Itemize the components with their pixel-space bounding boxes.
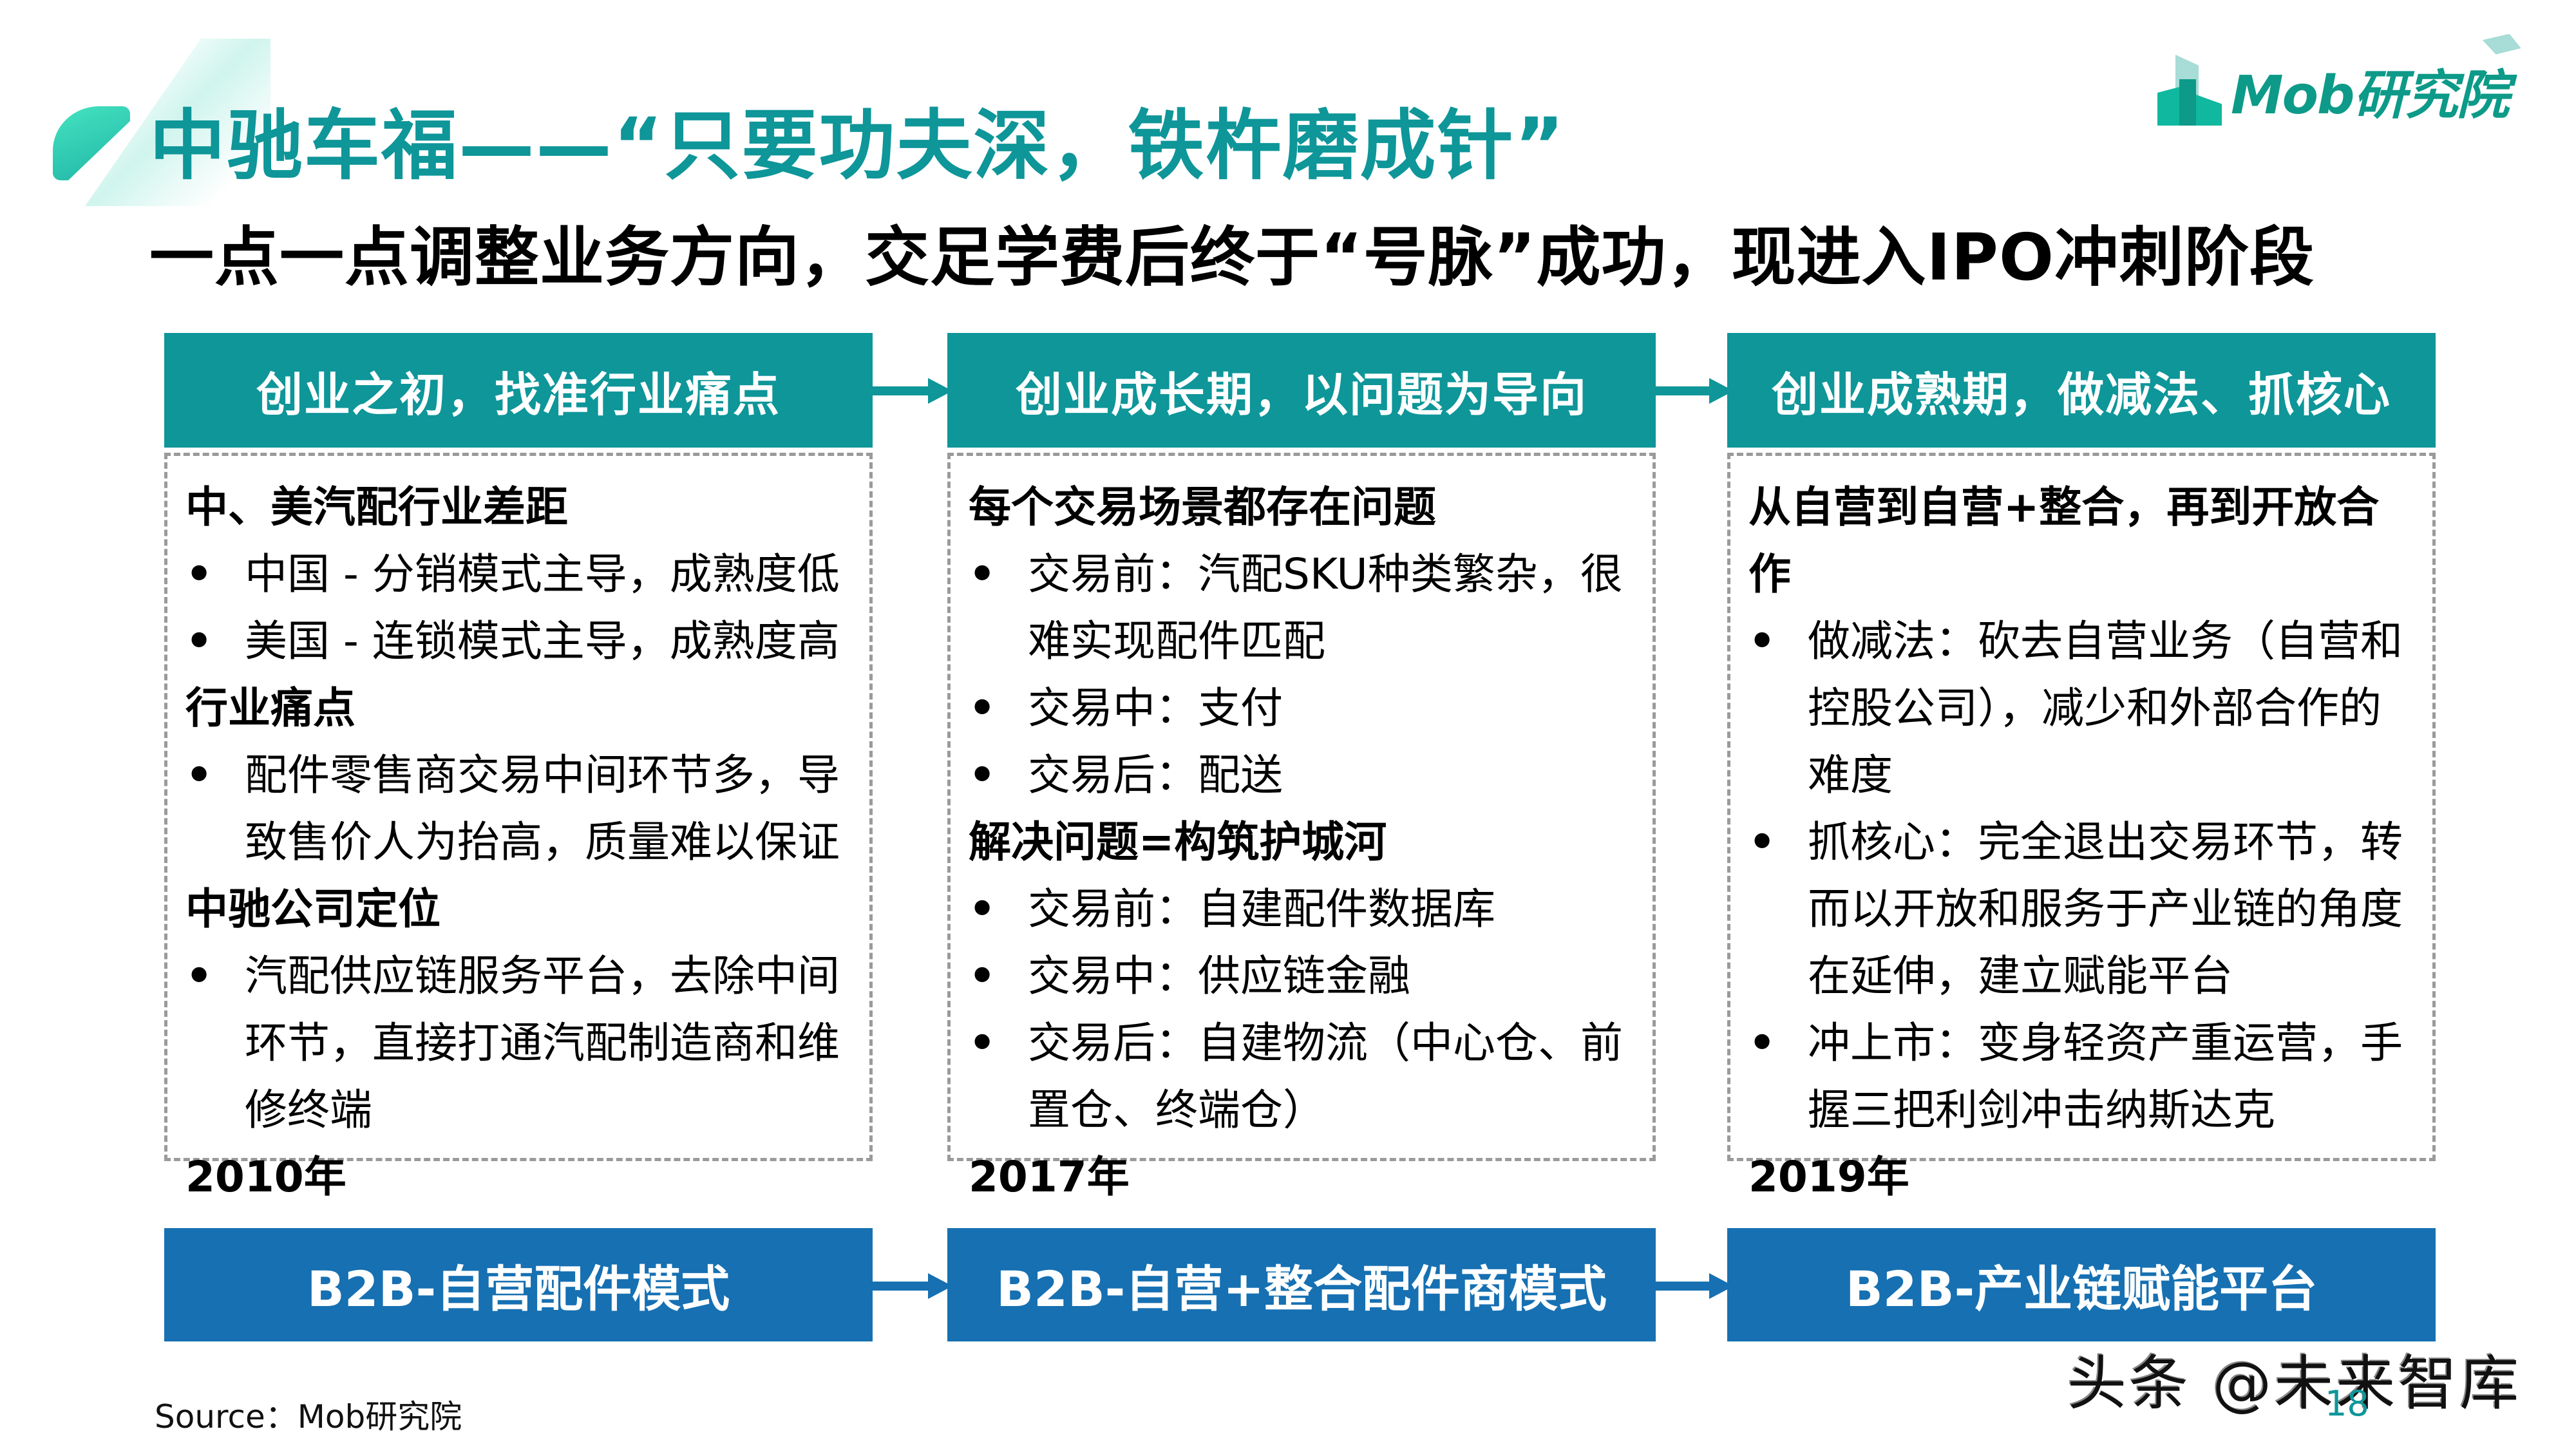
stage-column-3: 创业成熟期，做减法、抓核心 从自营到自营+整合，再到开放合作 • 做减法：砍去自营业… — [1727, 333, 2436, 1341]
bullet-item: • 交易前：自建配件数据库 — [969, 876, 1636, 943]
section-heading: 每个交易场景都存在问题 — [969, 482, 1436, 532]
section-heading: 行业痛点 — [185, 683, 355, 733]
stage-heading: 创业成长期，以问题为导向 — [947, 333, 1656, 448]
bullet-item: • 冲上市：变身轻资产重运营，手握三把利剑冲击纳斯达克 — [1748, 1010, 2416, 1144]
bullet-icon: • — [185, 951, 213, 1001]
bullet-item: • 中国 - 分销模式主导，成熟度低 — [185, 541, 853, 608]
bullet-text: 抓核心：完全退出交易环节，转而以开放和服务于产业链的角度在延伸，建立赋能平台 — [1808, 817, 2403, 1001]
bullet-icon: • — [969, 750, 996, 800]
arrow-right-icon — [1654, 1272, 1734, 1300]
bullet-item: • 交易后：配送 — [969, 742, 1636, 809]
bullet-text: 交易中：支付 — [1028, 683, 1283, 733]
section-heading: 从自营到自营+整合，再到开放合作 — [1748, 482, 2380, 599]
bullet-text: 交易前：汽配SKU种类繁杂，很难实现配件匹配 — [1028, 549, 1623, 666]
stage-details: 每个交易场景都存在问题 • 交易前：汽配SKU种类繁杂，很难实现配件匹配 • 交易中：支… — [947, 453, 1656, 1202]
stage-heading: 创业之初，找准行业痛点 — [164, 333, 873, 448]
bullet-icon: • — [969, 683, 996, 733]
bullet-text: 汽配供应链服务平台，去除中间环节，直接打通汽配制造商和维修终端 — [245, 951, 840, 1135]
section-heading: 解决问题=构筑护城河 — [969, 817, 1387, 867]
bullet-text: 交易后：自建物流（中心仓、前置仓、终端仓） — [1028, 1018, 1623, 1135]
bullet-icon: • — [185, 616, 213, 666]
business-model-bar: B2B-自营配件模式 — [164, 1228, 873, 1341]
bullet-text: 做减法：砍去自营业务（自营和控股公司），减少和外部合作的难度 — [1808, 616, 2403, 800]
bullet-icon: • — [969, 884, 996, 934]
graduation-cap-icon — [2482, 33, 2521, 55]
building-logo-icon — [2157, 55, 2222, 126]
business-model-bar: B2B-自营+整合配件商模式 — [947, 1228, 1656, 1341]
arrow-right-icon — [873, 377, 952, 405]
bullet-icon: • — [185, 549, 213, 599]
section-heading: 2019年 — [1748, 1152, 1909, 1202]
page-number: 18 — [2325, 1383, 2369, 1424]
bullet-text: 中国 - 分销模式主导，成熟度低 — [245, 549, 840, 599]
section-heading: 中驰公司定位 — [185, 884, 440, 934]
source-citation: Source：Mob研究院 — [155, 1398, 462, 1435]
bullet-text: 交易中：供应链金融 — [1028, 951, 1410, 1001]
stage-column-1: 创业之初，找准行业痛点 中、美汽配行业差距 • 中国 - 分销模式主导，成熟度低 • 美… — [164, 333, 873, 1341]
stage-details: 中、美汽配行业差距 • 中国 - 分销模式主导，成熟度低 • 美国 - 连锁模式主导，成… — [164, 453, 873, 1202]
section-heading: 2017年 — [969, 1152, 1130, 1202]
section-heading: 2010年 — [185, 1152, 346, 1202]
section-heading: 中、美汽配行业差距 — [185, 482, 568, 532]
logo-text: Mob研究院 — [2231, 33, 2521, 129]
watermark: 头条 @未来智库 — [2067, 1349, 2522, 1418]
bullet-icon: • — [185, 750, 213, 800]
bullet-icon: • — [969, 1018, 996, 1068]
business-model-bar: B2B-产业链赋能平台 — [1727, 1228, 2436, 1341]
bullet-item: • 交易中：支付 — [969, 675, 1636, 742]
bullet-icon: • — [1748, 817, 1776, 867]
bullet-text: 交易前：自建配件数据库 — [1028, 884, 1495, 934]
bullet-text: 冲上市：变身轻资产重运营，手握三把利剑冲击纳斯达克 — [1808, 1018, 2403, 1135]
bullet-item: • 配件零售商交易中间环节多，导致售价人为抬高，质量难以保证 — [185, 742, 853, 876]
bullet-icon: • — [1748, 1018, 1776, 1068]
bullet-item: • 抓核心：完全退出交易环节，转而以开放和服务于产业链的角度在延伸，建立赋能平台 — [1748, 809, 2416, 1010]
bullet-icon: • — [1748, 616, 1776, 666]
bullet-icon: • — [969, 549, 996, 599]
stage-details: 从自营到自营+整合，再到开放合作 • 做减法：砍去自营业务（自营和控股公司），减少和… — [1727, 453, 2436, 1202]
bullet-item: • 交易前：汽配SKU种类繁杂，很难实现配件匹配 — [969, 541, 1636, 675]
page-subtitle: 一点一点调整业务方向，交足学费后终于“号脉”成功，现进入IPO冲刺阶段 — [149, 220, 2315, 295]
arrow-right-icon — [1654, 377, 1734, 405]
bullet-text: 配件零售商交易中间环节多，导致售价人为抬高，质量难以保证 — [245, 750, 840, 867]
bullet-item: • 交易后：自建物流（中心仓、前置仓、终端仓） — [969, 1010, 1636, 1144]
bullet-item: • 交易中：供应链金融 — [969, 943, 1636, 1010]
page-title: 中驰车福——“只要功夫深，铁杵磨成针” — [149, 101, 1566, 190]
mob-research-logo: Mob研究院 — [2157, 33, 2557, 135]
bullet-icon: • — [969, 951, 996, 1001]
bullet-item: • 汽配供应链服务平台，去除中间环节，直接打通汽配制造商和维修终端 — [185, 943, 853, 1144]
bullet-text: 交易后：配送 — [1028, 750, 1283, 800]
bullet-item: • 美国 - 连锁模式主导，成熟度高 — [185, 608, 853, 675]
bullet-text: 美国 - 连锁模式主导，成熟度高 — [245, 616, 840, 666]
bullet-item: • 做减法：砍去自营业务（自营和控股公司），减少和外部合作的难度 — [1748, 608, 2416, 809]
stage-heading: 创业成熟期，做减法、抓核心 — [1727, 333, 2436, 448]
arrow-right-icon — [873, 1272, 952, 1300]
stage-column-2: 创业成长期，以问题为导向 每个交易场景都存在问题 • 交易前：汽配SKU种类繁杂，很… — [947, 333, 1656, 1341]
